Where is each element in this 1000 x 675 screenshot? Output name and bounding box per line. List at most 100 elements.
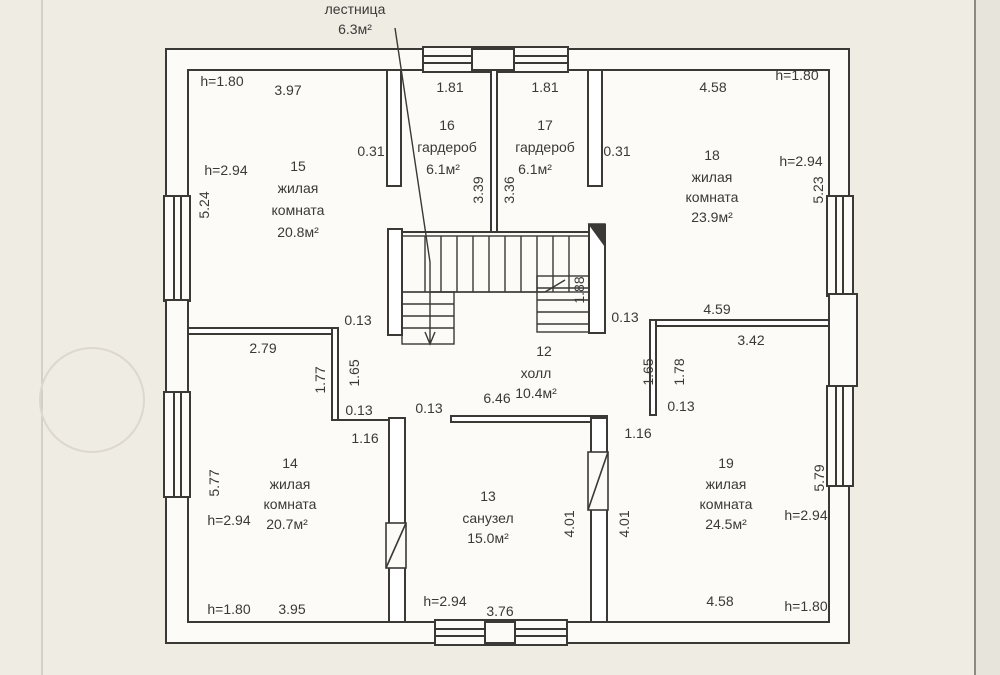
- room-14-name1: жилая: [270, 476, 311, 492]
- room-17-area: 6.1м²: [518, 161, 552, 177]
- dim-5-24: 5.24: [196, 191, 212, 218]
- dim-4-01-b: 4.01: [616, 510, 632, 537]
- height-bottom-right: h=1.80: [784, 598, 827, 614]
- dim-0-13-d: 0.13: [415, 400, 442, 416]
- dim-3-97: 3.97: [274, 82, 301, 98]
- room-19-num: 19: [718, 455, 734, 471]
- height-room-18: h=2.94: [779, 153, 822, 169]
- height-top-left: h=1.80: [200, 73, 243, 89]
- room-16-name: гардероб: [417, 139, 477, 155]
- partition-left-wardrobe: [386, 69, 402, 187]
- height-bottom-left: h=1.80: [207, 601, 250, 617]
- room-15-name1: жилая: [278, 180, 319, 196]
- height-room-15: h=2.94: [204, 162, 247, 178]
- dimension-labels: 3.97 1.81 1.81 4.58 0.31 0.31 5.24 5.23 …: [196, 79, 827, 619]
- partition-right-wardrobe: [587, 69, 603, 187]
- height-top-right: h=1.80: [775, 67, 818, 83]
- room-19-area: 24.5м²: [705, 516, 747, 532]
- dim-1-65-a: 1.65: [346, 359, 362, 386]
- dim-1-88: 1.88: [571, 276, 587, 303]
- divider-right-stub: [649, 319, 657, 416]
- dim-4-58-a: 4.58: [699, 79, 726, 95]
- dim-0-13-e: 0.13: [667, 398, 694, 414]
- bath-wall-right: [590, 417, 608, 623]
- faded-stamp: [39, 347, 145, 453]
- walls: [163, 46, 858, 646]
- stair-run-right: [536, 275, 590, 333]
- dim-3-39: 3.39: [470, 176, 486, 203]
- room-15-num: 15: [290, 158, 306, 174]
- room-18-name2: комната: [686, 189, 739, 205]
- dim-1-81-b: 1.81: [531, 79, 558, 95]
- room-16-area: 6.1м²: [426, 161, 460, 177]
- dim-6-46: 6.46: [483, 390, 510, 406]
- window-pier-bottom: [484, 621, 516, 644]
- room-12-num: 12: [536, 343, 552, 359]
- dim-5-23: 5.23: [810, 176, 826, 203]
- room-17-num: 17: [537, 117, 553, 133]
- height-room-13: h=2.94: [423, 593, 466, 609]
- room-19-name2: комната: [700, 496, 753, 512]
- room-15-name2: комната: [272, 202, 325, 218]
- dim-4-58-b: 4.58: [706, 593, 733, 609]
- height-labels: h=1.80 h=1.80 h=2.94 h=2.94 h=2.94 h=2.9…: [200, 67, 827, 617]
- dim-1-16-b: 1.16: [624, 425, 651, 441]
- height-room-19: h=2.94: [784, 507, 827, 523]
- stair-area: 6.3м²: [338, 21, 372, 37]
- dim-4-59: 4.59: [703, 301, 730, 317]
- dim-1-81-a: 1.81: [436, 79, 463, 95]
- window-left-2: [163, 391, 191, 498]
- stair-name: лестница: [325, 1, 386, 17]
- room-14-name2: комната: [264, 496, 317, 512]
- doors: [385, 451, 609, 569]
- room-19-name1: жилая: [706, 476, 747, 492]
- dim-5-79: 5.79: [811, 464, 827, 491]
- dim-0-13-c: 0.13: [345, 402, 372, 418]
- stair-post: [587, 223, 606, 249]
- stair-wall-left: [387, 228, 403, 336]
- room-13-num: 13: [480, 488, 496, 504]
- dim-4-01-a: 4.01: [561, 510, 577, 537]
- room-15-area: 20.8м²: [277, 224, 319, 240]
- dim-3-95: 3.95: [278, 601, 305, 617]
- stair-run-left: [401, 291, 455, 345]
- dim-1-65-b: 1.65: [640, 358, 656, 385]
- room-13-name: санузел: [462, 510, 513, 526]
- room-18-num: 18: [704, 147, 720, 163]
- dim-0-31-a: 0.31: [357, 143, 384, 159]
- room-14-num: 14: [282, 455, 298, 471]
- dim-1-77: 1.77: [312, 366, 328, 393]
- divider-left: [187, 327, 339, 335]
- room-16-num: 16: [439, 117, 455, 133]
- height-room-14: h=2.94: [207, 512, 250, 528]
- bath-wall-left: [388, 417, 406, 623]
- dim-3-76: 3.76: [486, 603, 513, 619]
- dim-3-36: 3.36: [501, 176, 517, 203]
- window-pier-left: [165, 299, 189, 393]
- dim-2-79: 2.79: [249, 340, 276, 356]
- dim-1-16-a: 1.16: [351, 430, 378, 446]
- room-12-name: холл: [521, 365, 552, 381]
- staircase: [394, 27, 606, 346]
- dim-0-31-b: 0.31: [603, 143, 630, 159]
- dim-0-13-a: 0.13: [344, 312, 371, 328]
- inner-wall: [187, 69, 830, 623]
- room-12-area: 10.4м²: [515, 385, 557, 401]
- dim-3-42: 3.42: [737, 332, 764, 348]
- right-margin: [976, 0, 1000, 675]
- window-right-2: [826, 385, 854, 487]
- partition-wardrobe-mid: [490, 69, 498, 233]
- window-right-1: [826, 195, 854, 297]
- stair-arrow-down: [424, 292, 436, 346]
- window-pier-top: [471, 48, 515, 71]
- divider-left-stub: [331, 327, 339, 421]
- window-pier-right: [828, 293, 858, 387]
- room-18-name1: жилая: [692, 169, 733, 185]
- room-17-name: гардероб: [515, 139, 575, 155]
- dim-1-78: 1.78: [671, 358, 687, 385]
- dim-5-77: 5.77: [206, 469, 222, 496]
- bath-wall-top: [450, 415, 608, 423]
- dim-0-13-b: 0.13: [611, 309, 638, 325]
- divider-right: [649, 319, 830, 327]
